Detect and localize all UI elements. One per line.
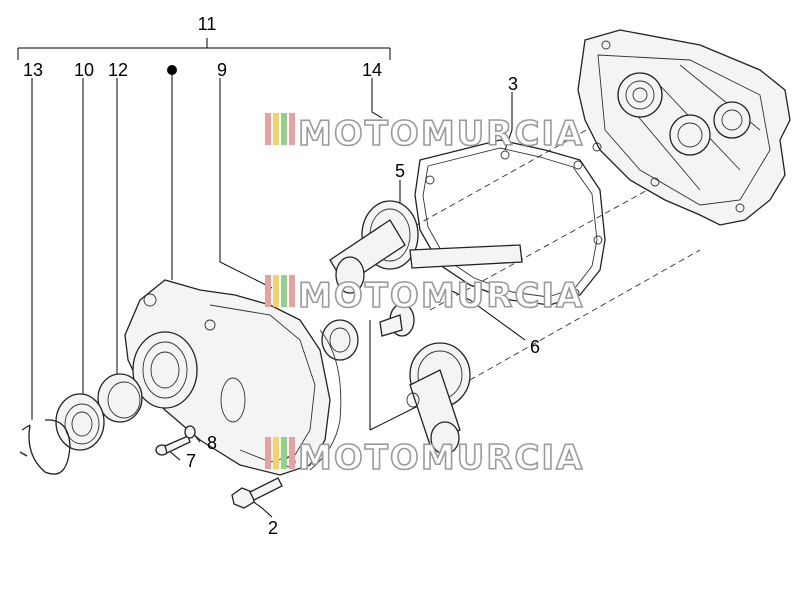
- callout-11: 11: [198, 14, 217, 34]
- bullet-dot-marker: [167, 65, 177, 75]
- circlip-13: [19, 419, 71, 475]
- callout-8: 8: [207, 433, 217, 453]
- watermark-text: MOTOMURCIA: [298, 114, 584, 154]
- callout-3: 3: [508, 74, 518, 94]
- leader-lines: [17, 38, 526, 518]
- watermark-top: MOTOMURCIA: [265, 113, 584, 155]
- lower-gear: [406, 342, 471, 455]
- watermark-text: MOTOMURCIA: [298, 438, 584, 478]
- intermediate-gear-shaft: [329, 200, 523, 337]
- washer-8: [184, 425, 196, 439]
- callout-12: 12: [108, 60, 128, 80]
- callout-14: 14: [362, 60, 382, 80]
- bolt-2: [231, 477, 283, 509]
- watermark-text: MOTOMURCIA: [298, 276, 584, 316]
- callout-2: 2: [268, 518, 278, 538]
- callout-6: 6: [530, 337, 540, 357]
- callout-labels: 11 13 10 12 9 14 3 5 6 8 7 2: [23, 14, 540, 538]
- shaft-bearing: [321, 319, 359, 361]
- watermark-middle: MOTOMURCIA: [265, 275, 584, 317]
- left-transmission-cover: [124, 279, 342, 476]
- gasket: [414, 139, 606, 306]
- callout-7: 7: [186, 451, 196, 471]
- oil-seal-12: [97, 373, 143, 423]
- watermark-bottom: MOTOMURCIA: [265, 437, 584, 479]
- callout-5: 5: [395, 161, 405, 181]
- callout-10: 10: [74, 60, 94, 80]
- right-cover-housing: [577, 29, 791, 226]
- bearing-10: [55, 393, 105, 451]
- callout-9: 9: [217, 60, 227, 80]
- screw-7: [155, 435, 191, 456]
- callout-13: 13: [23, 60, 43, 80]
